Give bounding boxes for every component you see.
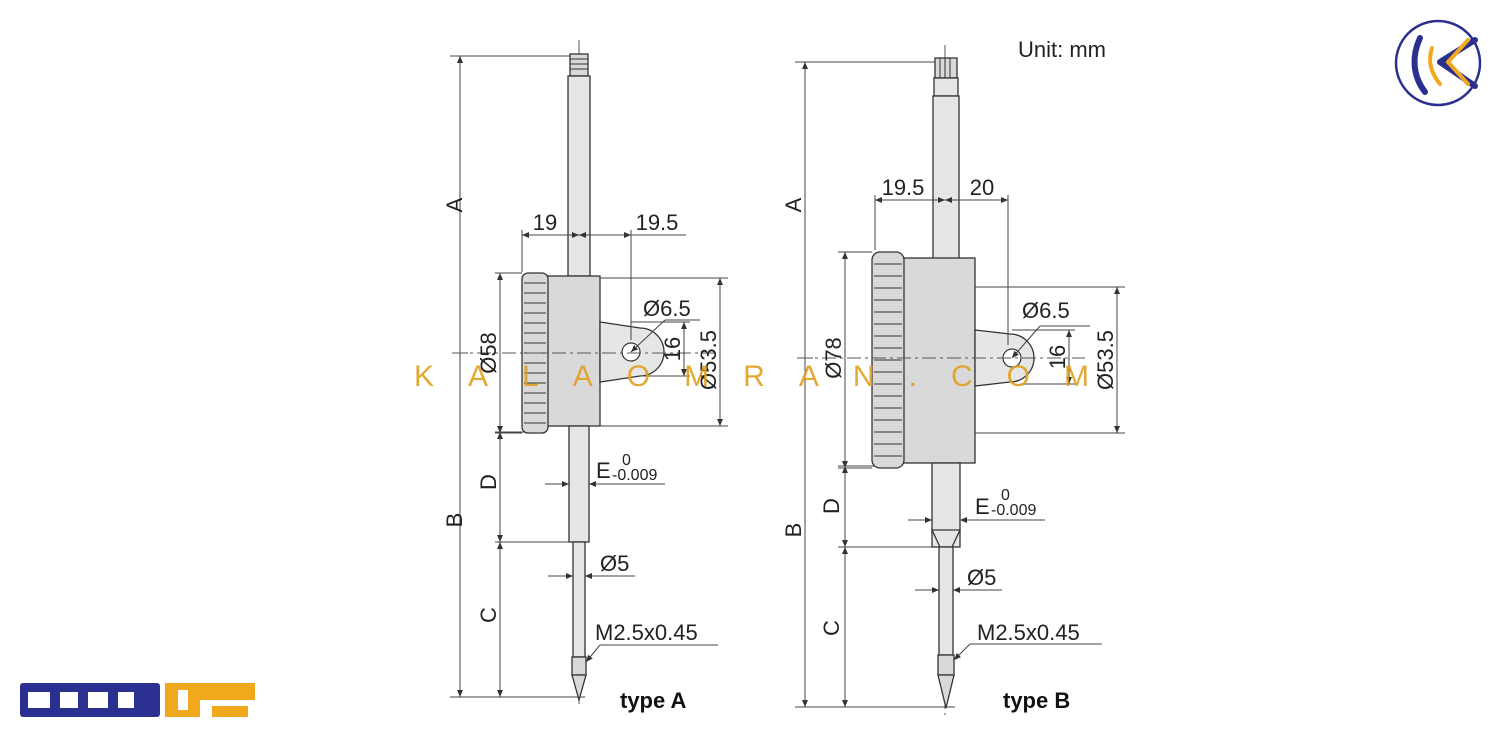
type-b-dim-c: C — [819, 620, 844, 636]
type-b-dim-left-width: 19.5 — [882, 175, 925, 200]
type-a-dim-stem: Ø5 — [600, 551, 629, 576]
type-b-tol-lower: -0.009 — [991, 502, 1036, 519]
type-b-dim-b: B — [781, 523, 806, 538]
brand-logo-circle — [1394, 19, 1482, 107]
type-b-dim-a: A — [781, 197, 806, 212]
type-a-dim-hole: Ø6.5 — [643, 296, 691, 321]
type-a-caption: type A — [620, 688, 687, 713]
type-a-bezel-knurl — [524, 282, 546, 424]
type-a-tol-upper: 0 — [622, 452, 631, 469]
type-a-dim-a: A — [442, 197, 467, 212]
type-b-dim-dial: Ø78 — [821, 337, 846, 379]
type-a-dim-thread: M2.5x0.45 — [595, 620, 698, 645]
type-b-dim-e: E — [975, 494, 990, 519]
type-b-drawing: A B D C — [781, 45, 1125, 715]
type-b-bezel-knurl — [874, 263, 902, 457]
type-a-dim-16: 16 — [660, 337, 685, 361]
type-b-dim-16: 16 — [1045, 345, 1070, 369]
type-a-dim-e: E — [596, 458, 611, 483]
type-b-dim-right-width: 20 — [970, 175, 994, 200]
unit-label: Unit: mm — [1018, 37, 1106, 62]
type-b-dim-hole: Ø6.5 — [1022, 298, 1070, 323]
type-a-dim-d: D — [476, 474, 501, 490]
type-a-dim-c: C — [476, 607, 501, 623]
type-a-tol-lower: -0.009 — [612, 467, 657, 484]
type-b-dim-thread: M2.5x0.45 — [977, 620, 1080, 645]
type-a-dim-right-width: 19.5 — [636, 210, 679, 235]
type-a-dim-b: B — [442, 513, 467, 528]
type-b-dim-stem: Ø5 — [967, 565, 996, 590]
type-b-dim-d: D — [819, 498, 844, 514]
type-a-dim-dial: Ø58 — [476, 332, 501, 374]
brand-wordmark-logo — [20, 683, 255, 717]
type-a-dim-left-width: 19 — [533, 210, 557, 235]
type-a-drawing: A B D C — [442, 40, 728, 713]
type-a-dim-53-5: Ø53.5 — [696, 330, 721, 390]
type-b-caption: type B — [1003, 688, 1070, 713]
type-b-dim-53-5: Ø53.5 — [1093, 330, 1118, 390]
type-b-tol-upper: 0 — [1001, 487, 1010, 504]
